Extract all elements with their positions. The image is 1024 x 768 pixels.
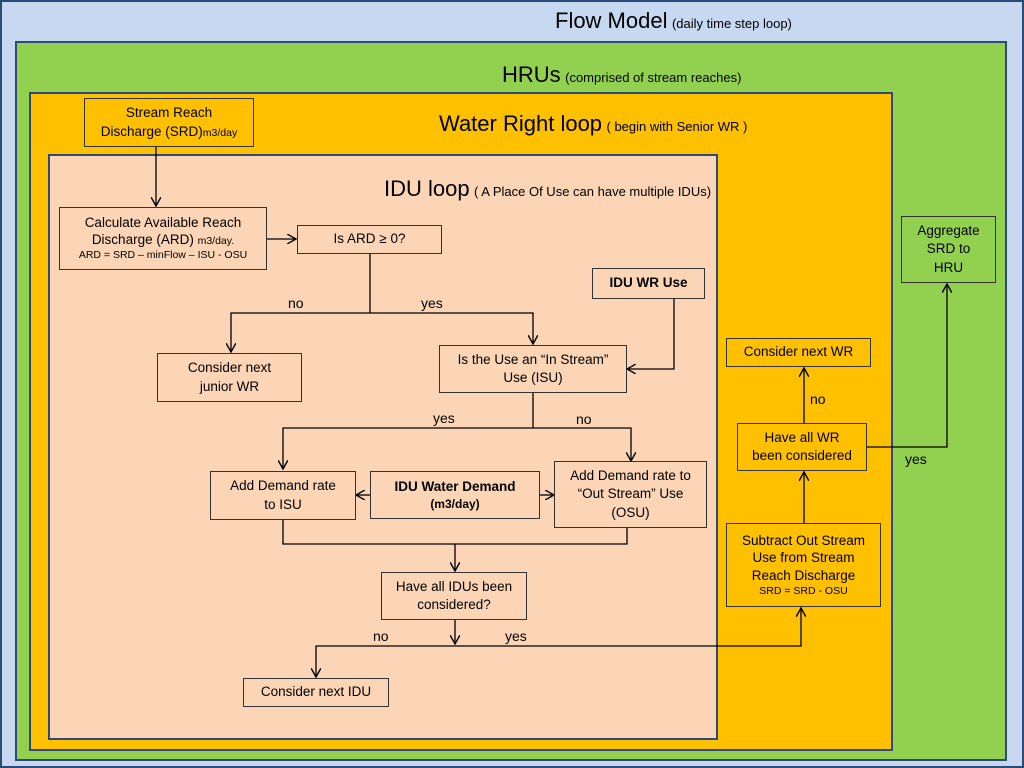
label-ard-yes: yes [421,295,443,311]
label-ard-no: no [288,295,304,311]
node-add-demand-osu: Add Demand rate to “Out Stream” Use (OSU… [554,461,707,528]
label-allwr-no: no [810,391,826,407]
label-instream-no: no [576,411,592,427]
node-is-instream-use: Is the Use an “In Stream” Use (ISU) [439,345,627,393]
edge-allidus-yes [455,608,801,647]
edge-allwr-yes-to-aggregate [867,284,947,448]
edge-instream-no [533,427,631,461]
edge-wruse-to-instream [627,299,675,369]
node-consider-next-junior-wr: Consider next junior WR [157,353,302,402]
node-subtract-out-stream-use: Subtract Out Stream Use from Stream Reac… [726,523,881,607]
edge-isard-yes [370,312,533,344]
label-allidus-no: no [373,628,389,644]
hrus-title: HRUs (comprised of stream reaches) [502,62,742,87]
water-right-loop-title: Water Right loop ( begin with Senior WR … [439,111,748,136]
node-consider-next-idu: Consider next IDU [243,678,389,707]
node-calculate-ard: Calculate Available Reach Discharge (ARD… [59,207,267,270]
node-all-idus-considered: Have all IDUs been considered? [381,572,527,620]
node-consider-next-wr: Consider next WR [726,338,871,367]
node-aggregate-srd-to-hru: Aggregate SRD to HRU [901,216,996,283]
idu-loop-title: IDU loop ( A Place Of Use can have multi… [384,176,712,201]
node-add-demand-isu: Add Demand rate to ISU [210,471,356,520]
edge-instream-yes [283,427,533,469]
node-stream-reach-discharge: Stream Reach Discharge (SRD)m3/day [84,98,254,147]
flow-model-title: Flow Model (daily time step loop) [555,8,792,33]
node-idu-wr-use: IDU WR Use [592,268,705,299]
node-is-ard-positive: Is ARD ≥ 0? [297,225,442,254]
label-allidus-yes: yes [505,628,527,644]
label-instream-yes: yes [433,410,455,426]
node-idu-water-demand: IDU Water Demand (m3/day) [370,471,540,519]
label-allwr-yes: yes [905,451,927,467]
node-all-wr-considered: Have all WR been considered [737,423,867,471]
edge-isard-no [231,312,370,352]
edge-allidus-no [316,645,455,677]
